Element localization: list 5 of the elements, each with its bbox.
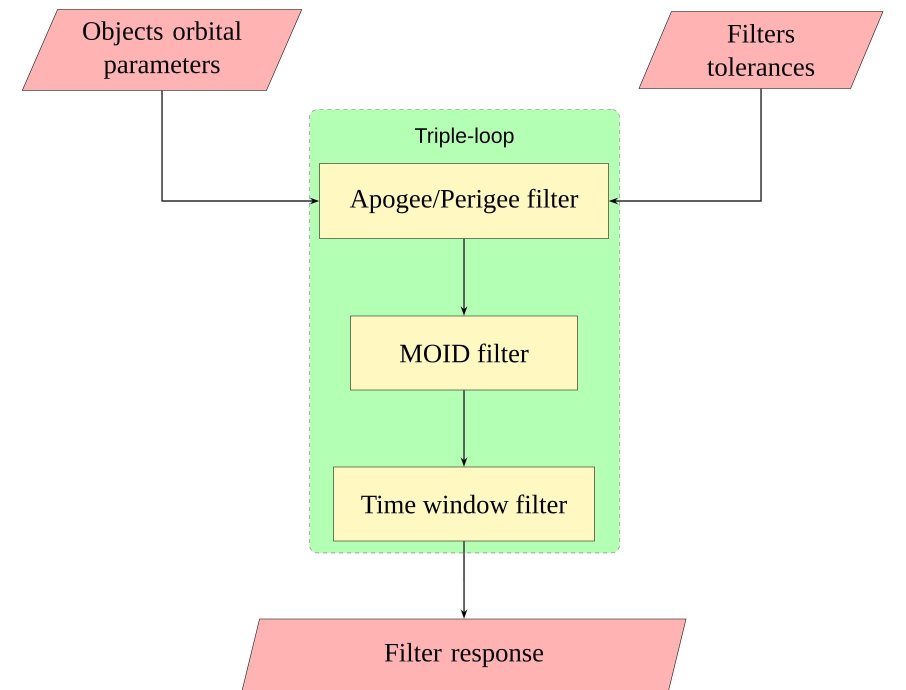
data-parallelogram: Filters tolerances xyxy=(638,11,884,89)
process-box: MOID filter xyxy=(350,316,578,390)
process-box: Time window filter xyxy=(333,466,595,542)
data-parallelogram: Filter response xyxy=(242,618,686,690)
process-box: Apogee/Perigee filter xyxy=(319,163,609,239)
